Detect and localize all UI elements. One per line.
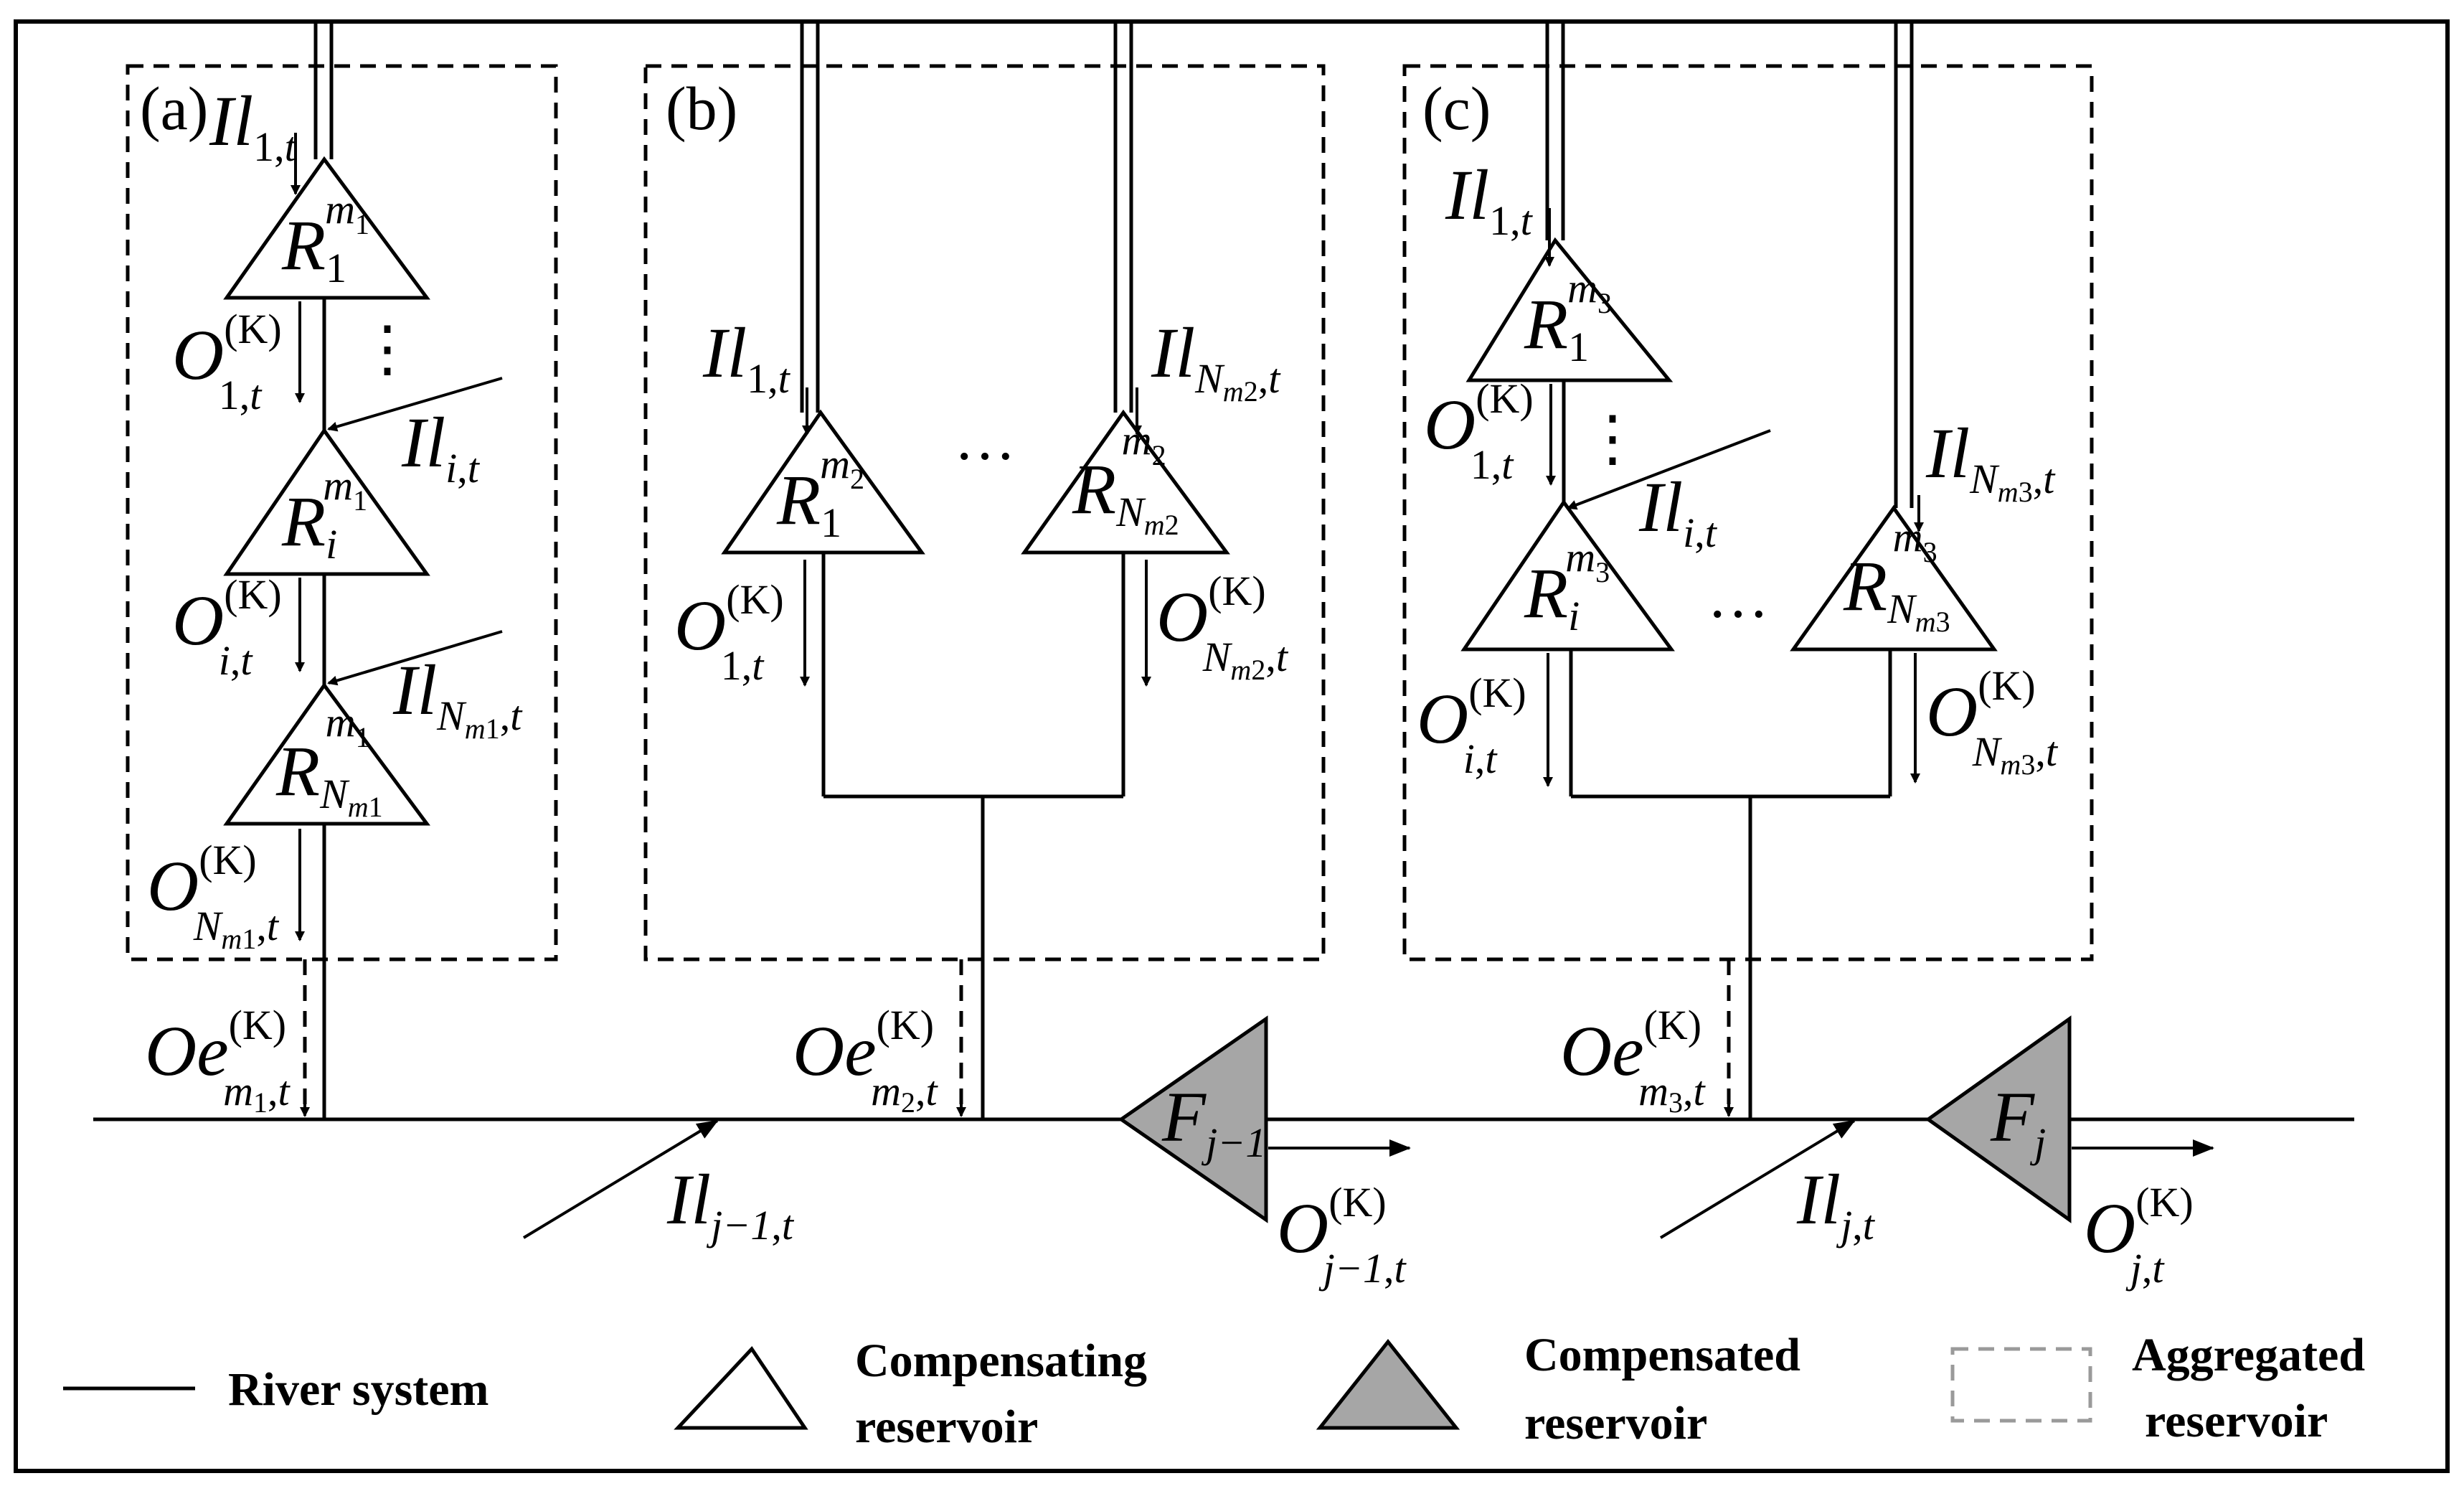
aggregated-box-c [1402, 64, 2094, 961]
label-il-j: Ilj,t [1796, 1160, 1876, 1248]
compensating-reservoir-ai [223, 427, 430, 576]
legend-river-label: River system [228, 1363, 489, 1416]
arrow-lateral-j-1 [522, 1119, 719, 1239]
label-c-oi: O(K)i,t [1417, 669, 1526, 782]
label-a-r1: R1m1 [281, 186, 369, 291]
panel-tag-b: (b) [666, 74, 737, 143]
label-c-oe: Oe(K)m3,t [1560, 1002, 1707, 1119]
label-o-j: O(K)j,t [2084, 1179, 2194, 1292]
label-c-ri: Rim3 [1524, 534, 1610, 639]
label-a-il-i: Ili,t [401, 403, 481, 492]
dots-c: ⋮ [1582, 404, 1643, 473]
label-a-ri: Rim1 [281, 462, 367, 568]
compensated-reservoir-fj [1925, 1015, 2072, 1223]
compensating-reservoir-cN [1790, 504, 1998, 652]
panel-tag-c: (c) [1422, 74, 1491, 143]
legend-compensated-label-1: Compensated [1524, 1329, 1800, 1381]
label-c-il-1: Il1,t [1445, 155, 1534, 244]
aggregated-box-a [126, 64, 558, 961]
compensating-reservoir-aN [223, 682, 430, 826]
arrow-lateral-j [1659, 1119, 1856, 1239]
label-il-j-1: Ilj−1,t [666, 1160, 795, 1248]
label-o-j-1: O(K)j−1,t [1277, 1179, 1407, 1292]
legend: River system Compensating reservoir Comp… [63, 1329, 2365, 1453]
dots-a: ⋮ [357, 314, 418, 383]
legend-aggregated-label-1: Aggregated [2132, 1329, 2365, 1381]
label-b-r1: R1m2 [776, 441, 864, 546]
label-a-o1: O(K)1,t [172, 306, 282, 418]
arrow-c-lateral-i [1567, 429, 1771, 510]
compensated-reservoir-fj-1 [1118, 1015, 1268, 1223]
legend-compensating-label-2: reservoir [855, 1401, 1038, 1453]
dots-b: … [954, 404, 1016, 473]
dots-c-h: … [1707, 562, 1769, 631]
label-c-o1: O(K)1,t [1424, 375, 1534, 488]
label-c-rN: RNm3m3 [1843, 514, 1950, 638]
label-b-oN: O(K)Nm2,t [1156, 568, 1289, 686]
compensating-reservoir-a1 [223, 156, 430, 300]
compensating-reservoir-ci [1460, 499, 1675, 652]
label-fj-1: Fj−1 [1161, 1077, 1266, 1166]
label-b-o1: O(K)1,t [674, 576, 784, 689]
label-c-il-N: IlNm3,t [1925, 413, 2056, 508]
legend-compensated-icon [1316, 1338, 1460, 1430]
label-b-il-N: IlNm2,t [1151, 313, 1281, 408]
legend-aggregated-icon [1950, 1347, 2092, 1423]
arrow-a-lateral-i [327, 377, 503, 432]
legend-compensating-icon [674, 1345, 808, 1430]
compensating-reservoir-c1 [1465, 237, 1674, 382]
legend-compensated-label-2: reservoir [1524, 1397, 1707, 1449]
label-a-rN: RNm1m1 [275, 699, 383, 823]
label-b-rN: RNm2m2 [1072, 417, 1179, 541]
label-c-r1: R1m3 [1524, 265, 1612, 370]
label-b-il-1: Il1,t [702, 313, 791, 402]
aggregated-box-b [643, 64, 1326, 961]
arrow-a-lateral-N [327, 630, 503, 686]
label-c-oN: O(K)Nm3,t [1926, 662, 2059, 781]
legend-aggregated-label-2: reservoir [2145, 1395, 2328, 1447]
panel-tag-a: (a) [140, 74, 208, 143]
label-a-il-N: IlNm1,t [392, 650, 523, 745]
label-b-oe: Oe(K)m2,t [793, 1002, 939, 1119]
compensating-reservoir-bN [1021, 409, 1230, 555]
label-a-oi: O(K)i,t [172, 571, 282, 684]
legend-compensating-label-1: Compensating [855, 1335, 1147, 1387]
label-c-il-i: Ili,t [1638, 467, 1718, 556]
label-fj: Fj [1990, 1077, 2046, 1166]
outer-frame [14, 19, 2450, 1473]
label-a-il-1: Il1,t [209, 81, 298, 170]
label-a-oe: Oe(K)m1,t [145, 1002, 291, 1119]
label-a-oN: O(K)Nm1,t [147, 837, 280, 955]
